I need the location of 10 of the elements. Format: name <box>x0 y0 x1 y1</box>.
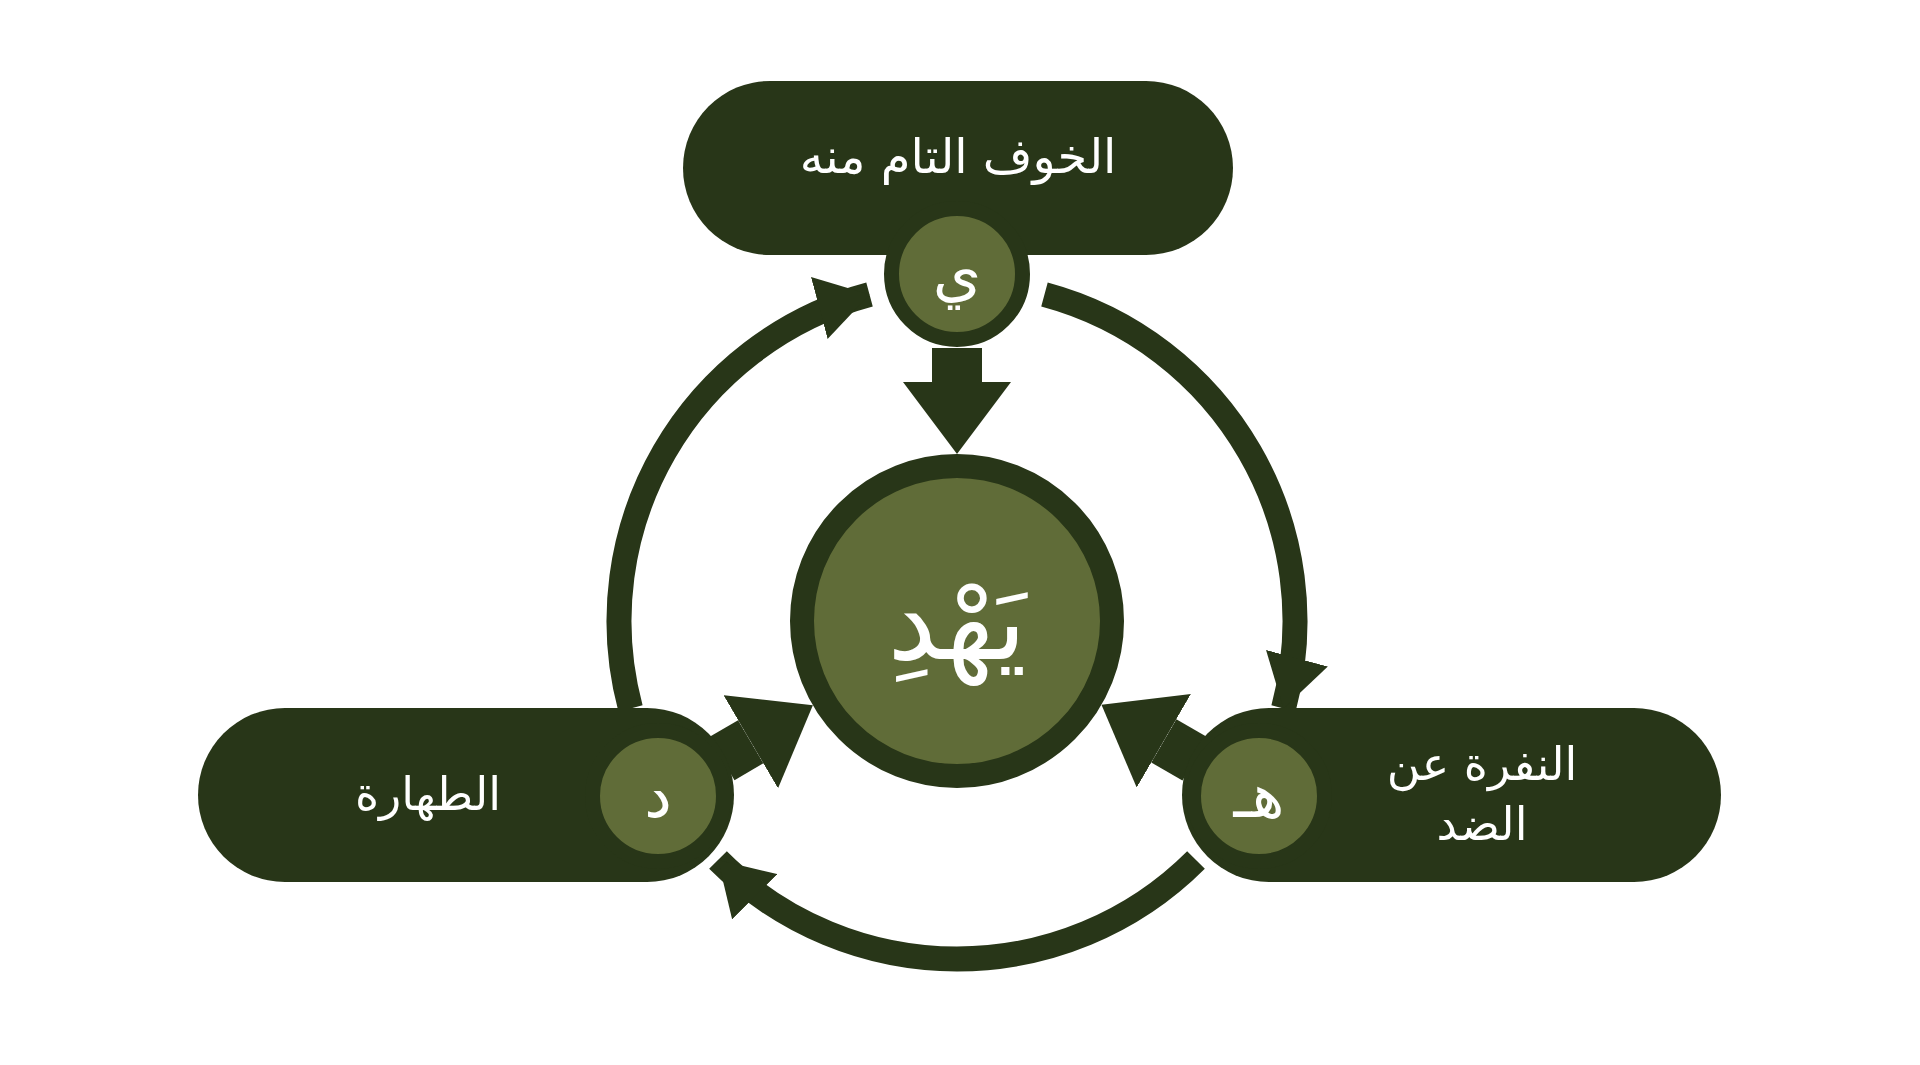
letter: ي <box>932 235 982 312</box>
label-text: الخوف التام منه <box>798 127 1118 187</box>
arrow <box>709 850 1205 972</box>
letter: هـ <box>1233 757 1285 834</box>
letter: يَهْدِ <box>887 555 1027 688</box>
arrow <box>709 695 813 789</box>
arrow <box>903 348 1011 454</box>
label-text: النفرة عن الضد <box>1385 736 1579 853</box>
label-text: الطهارة <box>353 766 503 824</box>
letter: د <box>644 757 672 834</box>
